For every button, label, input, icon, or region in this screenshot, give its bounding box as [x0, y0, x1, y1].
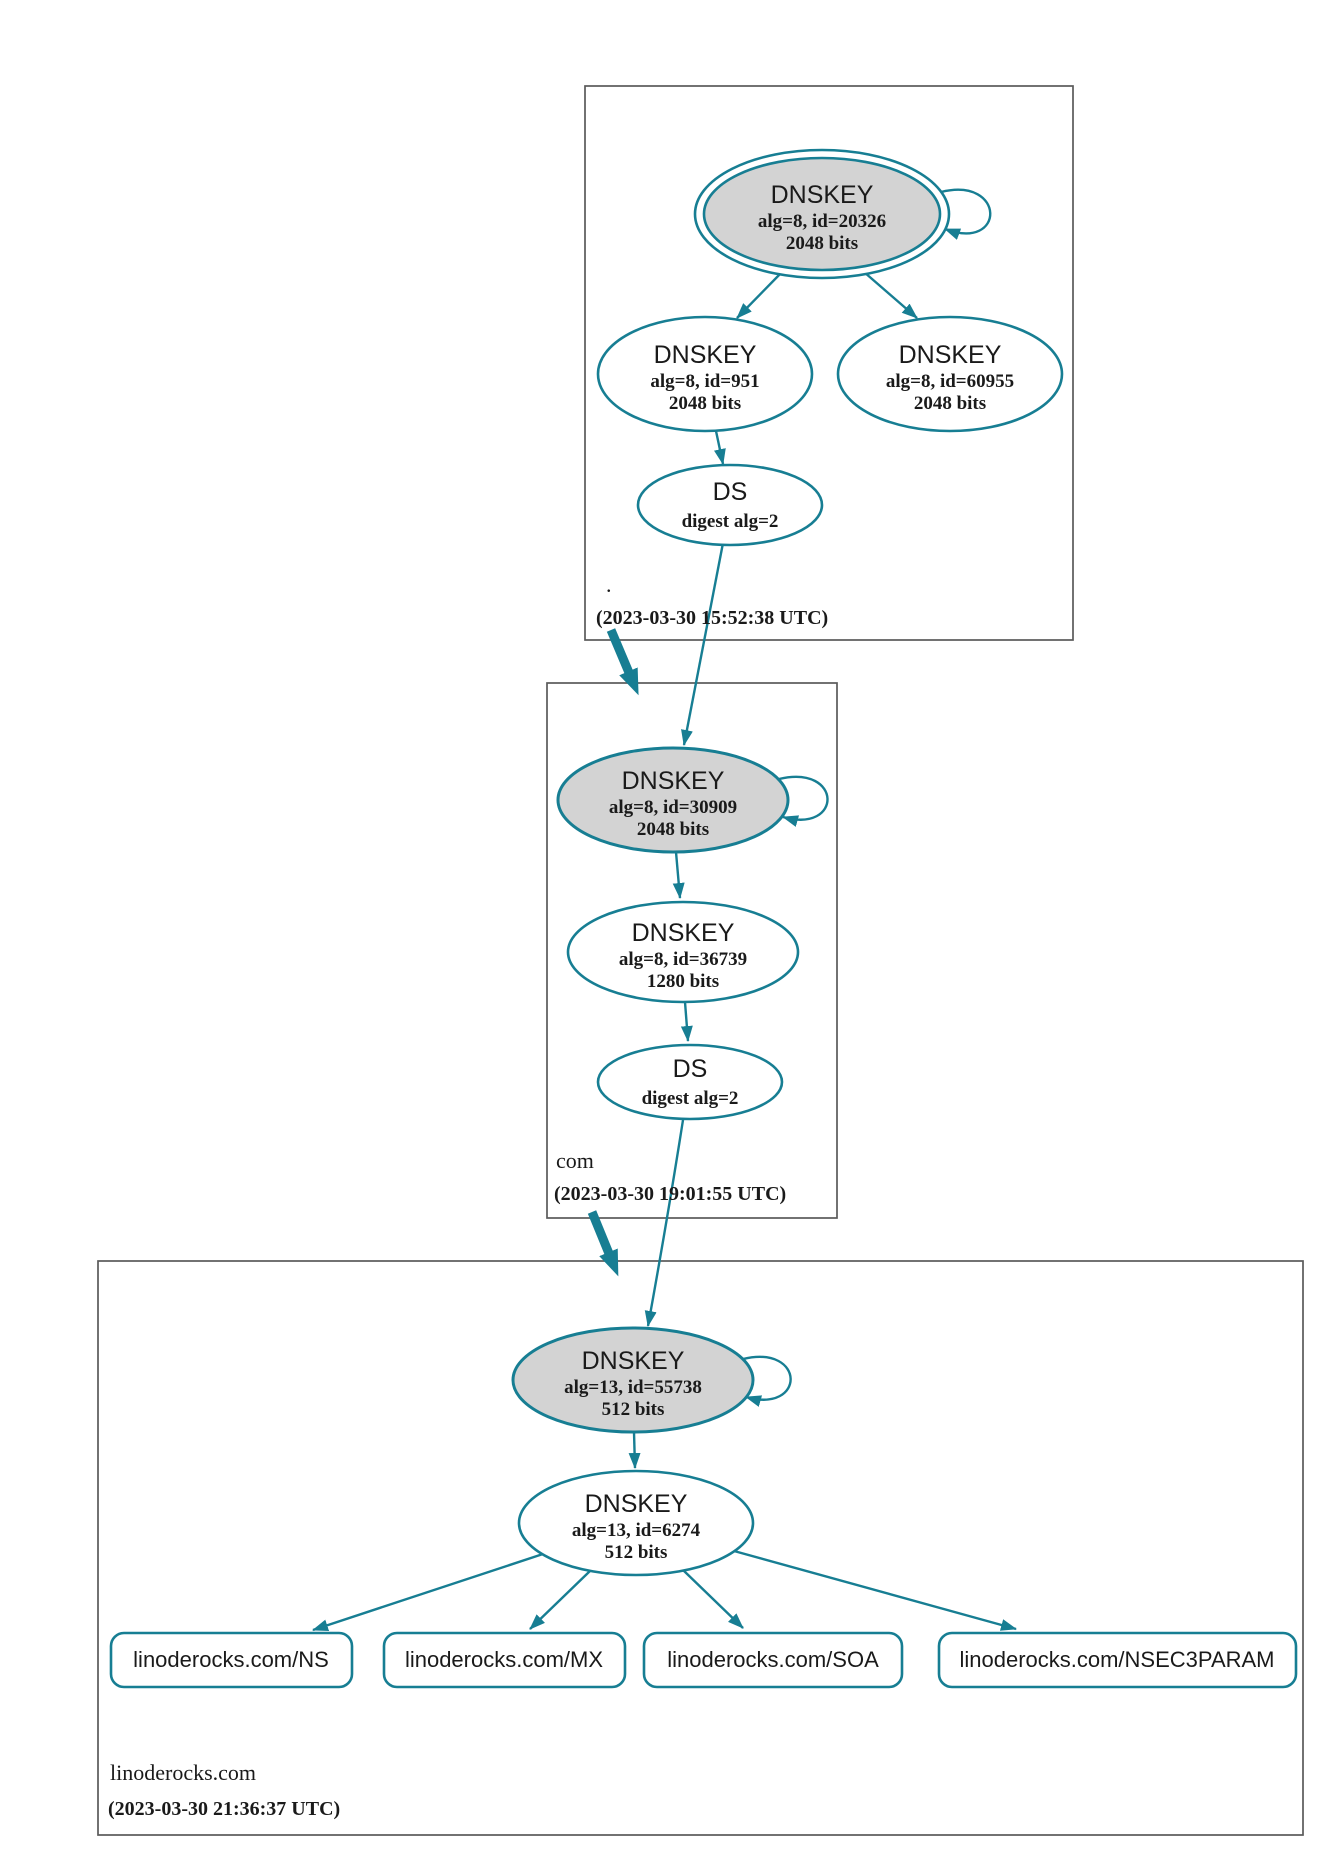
com-ksk-ellipse — [556, 746, 790, 854]
edge-root-ksk-to-zsk951 — [736, 271, 783, 319]
root-ksk-node: DNSKEY alg=8, id=20326 2048 bits — [693, 148, 951, 280]
lino-zsk-node: DNSKEY alg=13, id=6274 512 bits — [517, 1469, 755, 1577]
com-zsk-title: DNSKEY — [632, 919, 735, 947]
lino-ksk-bits: 512 bits — [602, 1399, 665, 1420]
rrset-node-nsec3param: linoderocks.com/NSEC3PARAM — [937, 1631, 1298, 1689]
zone-timestamp-root: (2023-03-30 15:52:38 UTC) — [596, 607, 828, 629]
zone-label-linoderocks: linoderocks.com — [110, 1760, 256, 1785]
rrset-rect-soa — [642, 1631, 904, 1689]
com-ds-ellipse — [596, 1043, 784, 1121]
com-zsk-ellipse — [566, 900, 800, 1004]
edge-com-ds-to-lino-ksk — [644, 1119, 685, 1327]
com-ksk-node: DNSKEY alg=8, id=30909 2048 bits — [556, 746, 790, 854]
root-zsk951-bits: 2048 bits — [669, 393, 741, 414]
edge-lino-ksk-to-zsk — [628, 1431, 641, 1469]
edge-root-ds-to-com-ksk — [681, 542, 725, 746]
rrset-node-ns: linoderocks.com/NS — [109, 1631, 354, 1689]
edge-root-ksk-selfloop — [940, 188, 992, 240]
rrset-label-nsec3param: linoderocks.com/NSEC3PARAM — [959, 1647, 1274, 1672]
zone-label-com: com — [556, 1148, 594, 1173]
zone-box-linoderocks — [97, 1260, 1304, 1836]
com-zsk-detail: alg=8, id=36739 — [619, 949, 747, 970]
lino-zsk-ellipse — [517, 1469, 755, 1577]
com-ksk-detail: alg=8, id=30909 — [609, 797, 737, 818]
rrset-label-mx: linoderocks.com/MX — [405, 1647, 603, 1672]
zone-timestamp-com: (2023-03-30 19:01:55 UTC) — [554, 1183, 786, 1205]
zone-timestamp-linoderocks: (2023-03-30 21:36:37 UTC) — [108, 1798, 340, 1820]
com-ksk-title: DNSKEY — [622, 767, 725, 795]
root-zsk60955-title: DNSKEY — [899, 341, 1002, 369]
com-ds-title: DS — [673, 1055, 708, 1083]
root-ds-ellipse — [636, 463, 824, 547]
root-zsk951-node: DNSKEY alg=8, id=951 2048 bits — [596, 315, 814, 433]
root-ksk-ellipse — [702, 156, 942, 272]
rrset-label-ns: linoderocks.com/NS — [133, 1647, 329, 1672]
edge-delegation-com-to-lino — [587, 1210, 619, 1277]
com-ds-detail: digest alg=2 — [642, 1088, 739, 1109]
edge-lino-zsk-to-ns — [312, 1552, 544, 1632]
edge-com-ksk-to-zsk — [672, 851, 685, 899]
edge-root-ksk-to-zsk60955 — [863, 271, 918, 319]
edge-lino-zsk-to-mx — [529, 1570, 591, 1630]
lino-zsk-title: DNSKEY — [585, 1490, 688, 1518]
lino-zsk-detail: alg=13, id=6274 — [572, 1520, 701, 1541]
com-zsk-bits: 1280 bits — [647, 971, 719, 992]
root-ds-detail: digest alg=2 — [682, 511, 779, 532]
zone-box-com — [546, 682, 838, 1219]
root-ksk-bits: 2048 bits — [786, 233, 858, 254]
zone-label-root: . — [606, 572, 612, 597]
rrset-rect-nsec3param — [937, 1631, 1298, 1689]
edge-lino-zsk-to-soa — [682, 1569, 744, 1629]
edge-delegation-root-to-com — [606, 628, 639, 696]
lino-ksk-title: DNSKEY — [582, 1347, 685, 1375]
edge-lino-zsk-to-nsec3param — [733, 1549, 1017, 1631]
lino-zsk-bits: 512 bits — [605, 1542, 668, 1563]
root-ksk-detail: alg=8, id=20326 — [758, 211, 886, 232]
com-zsk-node: DNSKEY alg=8, id=36739 1280 bits — [566, 900, 800, 1004]
root-zsk951-title: DNSKEY — [654, 341, 757, 369]
root-ds-title: DS — [713, 478, 748, 506]
edge-root-zsk951-to-ds — [714, 430, 726, 465]
com-ksk-bits: 2048 bits — [637, 819, 709, 840]
edge-com-ksk-selfloop — [778, 775, 829, 827]
root-zsk60955-node: DNSKEY alg=8, id=60955 2048 bits — [836, 315, 1064, 433]
rrset-node-mx: linoderocks.com/MX — [382, 1631, 627, 1689]
zone-box-root — [584, 85, 1074, 641]
root-ksk-title: DNSKEY — [771, 181, 874, 209]
rrset-rect-ns — [109, 1631, 354, 1689]
root-zsk951-ellipse — [596, 315, 814, 433]
com-ds-node: DS digest alg=2 — [596, 1043, 784, 1121]
rrset-label-soa: linoderocks.com/SOA — [667, 1647, 879, 1672]
root-zsk60955-detail: alg=8, id=60955 — [886, 371, 1014, 392]
lino-ksk-node: DNSKEY alg=13, id=55738 512 bits — [511, 1326, 755, 1434]
edge-com-zsk-to-ds — [680, 1001, 693, 1042]
rrset-node-soa: linoderocks.com/SOA — [642, 1631, 904, 1689]
root-zsk60955-ellipse — [836, 315, 1064, 433]
rrset-rect-mx — [382, 1631, 627, 1689]
root-ds-node: DS digest alg=2 — [636, 463, 824, 547]
lino-ksk-detail: alg=13, id=55738 — [564, 1377, 702, 1398]
root-zsk60955-bits: 2048 bits — [914, 393, 986, 414]
edge-lino-ksk-selfloop — [742, 1355, 792, 1407]
lino-ksk-ellipse — [511, 1326, 755, 1434]
root-zsk951-detail: alg=8, id=951 — [650, 371, 759, 392]
